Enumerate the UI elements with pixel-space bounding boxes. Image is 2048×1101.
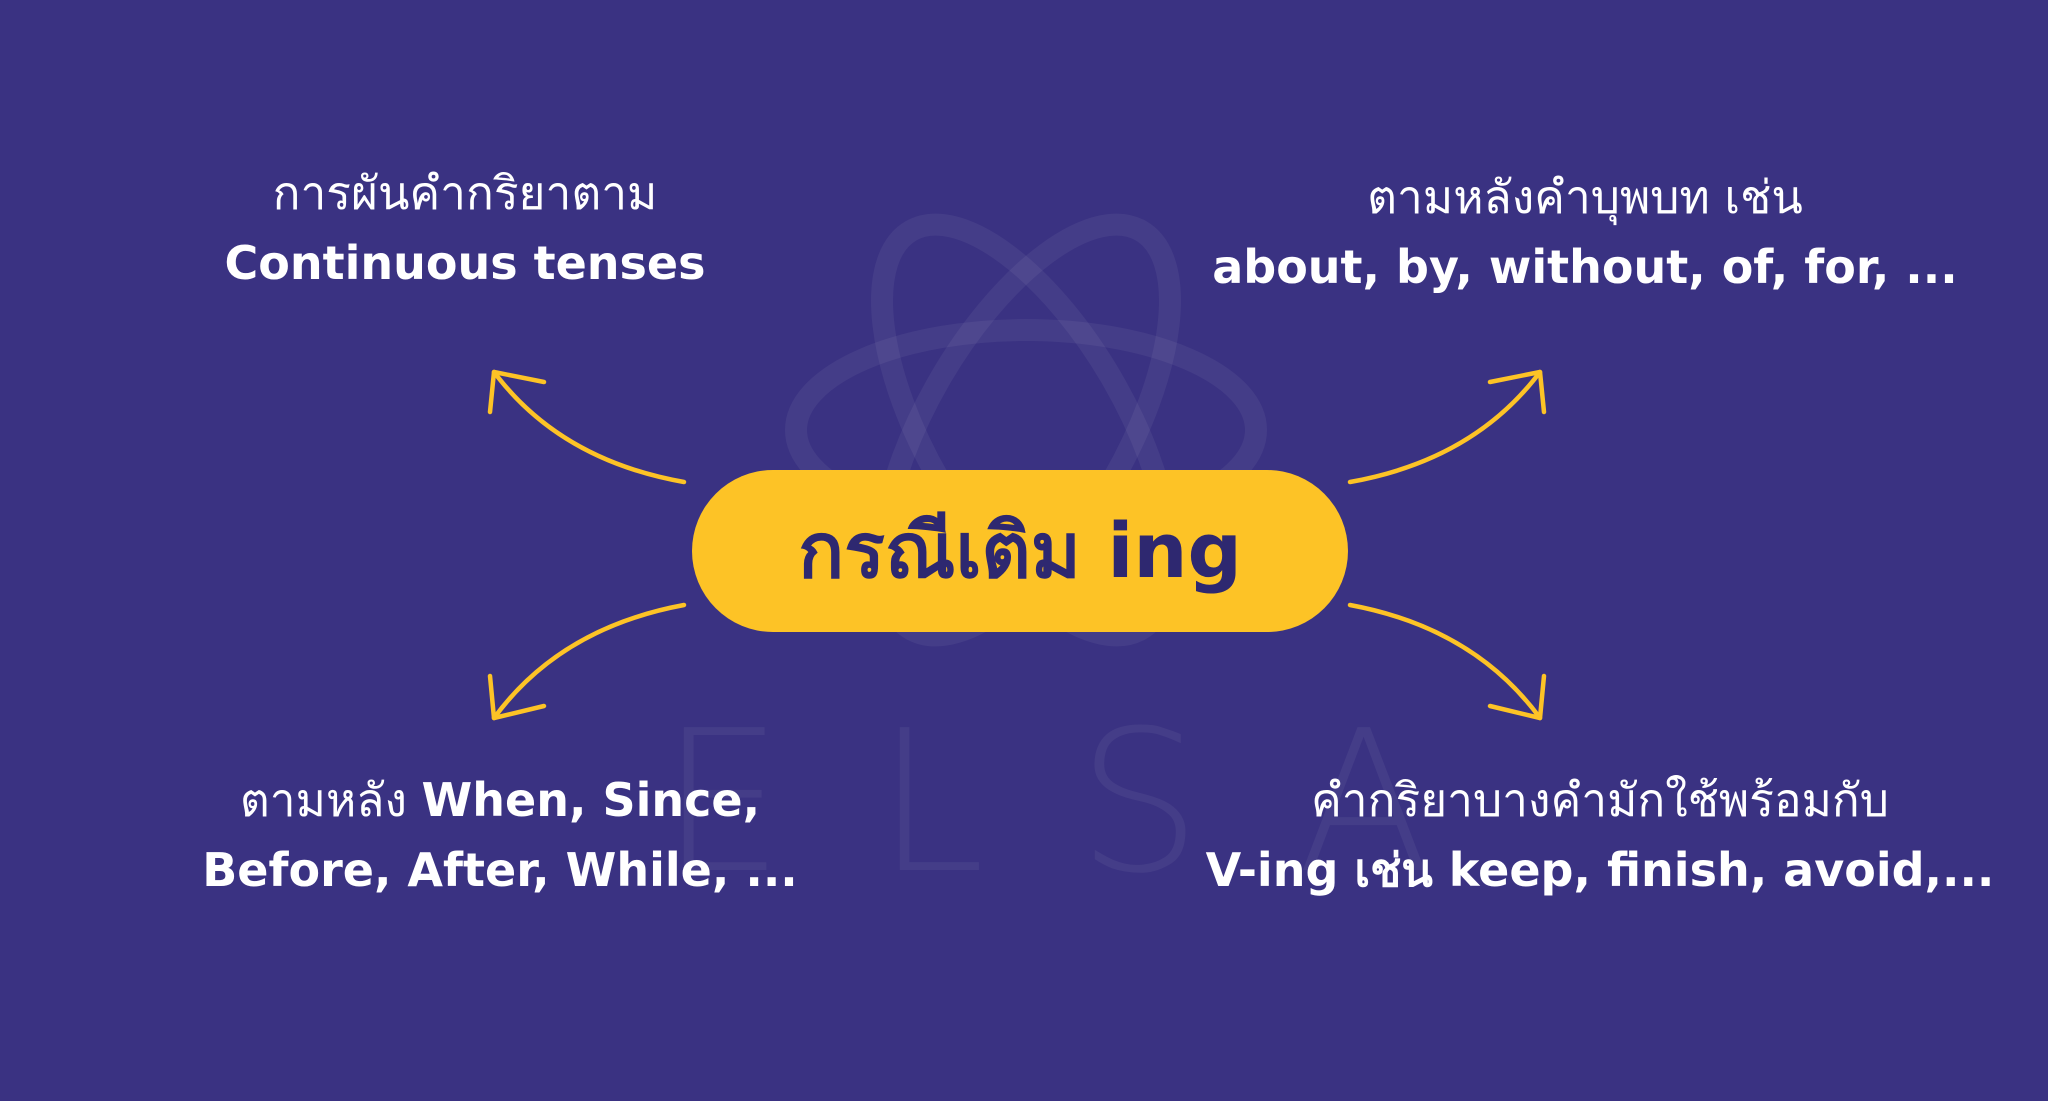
branch-bottom-left-line1: ตามหลัง When, Since, [160, 765, 840, 835]
branch-bottom-left-line1-prefix: ตามหลัง [239, 773, 422, 827]
branch-bottom-right-line2: V-ing เช่น keep, finish, avoid,... [1205, 843, 1995, 897]
arrow-bottom-left [487, 602, 687, 721]
branch-top-right: ตามหลังคำบุพบท เช่น about, by, without, … [1190, 162, 1980, 302]
branch-bottom-right: คำกริยาบางคำมักใช้พร้อมกับ V-ing เช่น ke… [1170, 765, 2030, 905]
branch-top-left: การผันคำกริยาตาม Continuous tenses [170, 158, 760, 298]
branch-top-right-line1: ตามหลังคำบุพบท เช่น [1367, 170, 1803, 224]
branch-bottom-left: ตามหลัง When, Since, Before, After, Whil… [160, 765, 840, 905]
center-topic-pill: กรณีเติม ing [692, 470, 1348, 632]
arrow-top-right [1347, 369, 1547, 485]
branch-top-left-line2: Continuous tenses [224, 236, 706, 290]
branch-top-left-line1: การผันคำกริยาตาม [272, 166, 658, 220]
branch-bottom-left-line2: Before, After, While, ... [202, 843, 798, 897]
center-topic-label: กรณีเติม ing [798, 506, 1242, 595]
arrow-bottom-right [1347, 602, 1547, 721]
branch-top-right-line2: about, by, without, of, for, ... [1212, 240, 1958, 294]
branch-bottom-left-line1-bold: When, Since, [421, 773, 761, 827]
arrow-top-left [487, 369, 687, 485]
branch-bottom-right-line1: คำกริยาบางคำมักใช้พร้อมกับ [1311, 773, 1889, 827]
